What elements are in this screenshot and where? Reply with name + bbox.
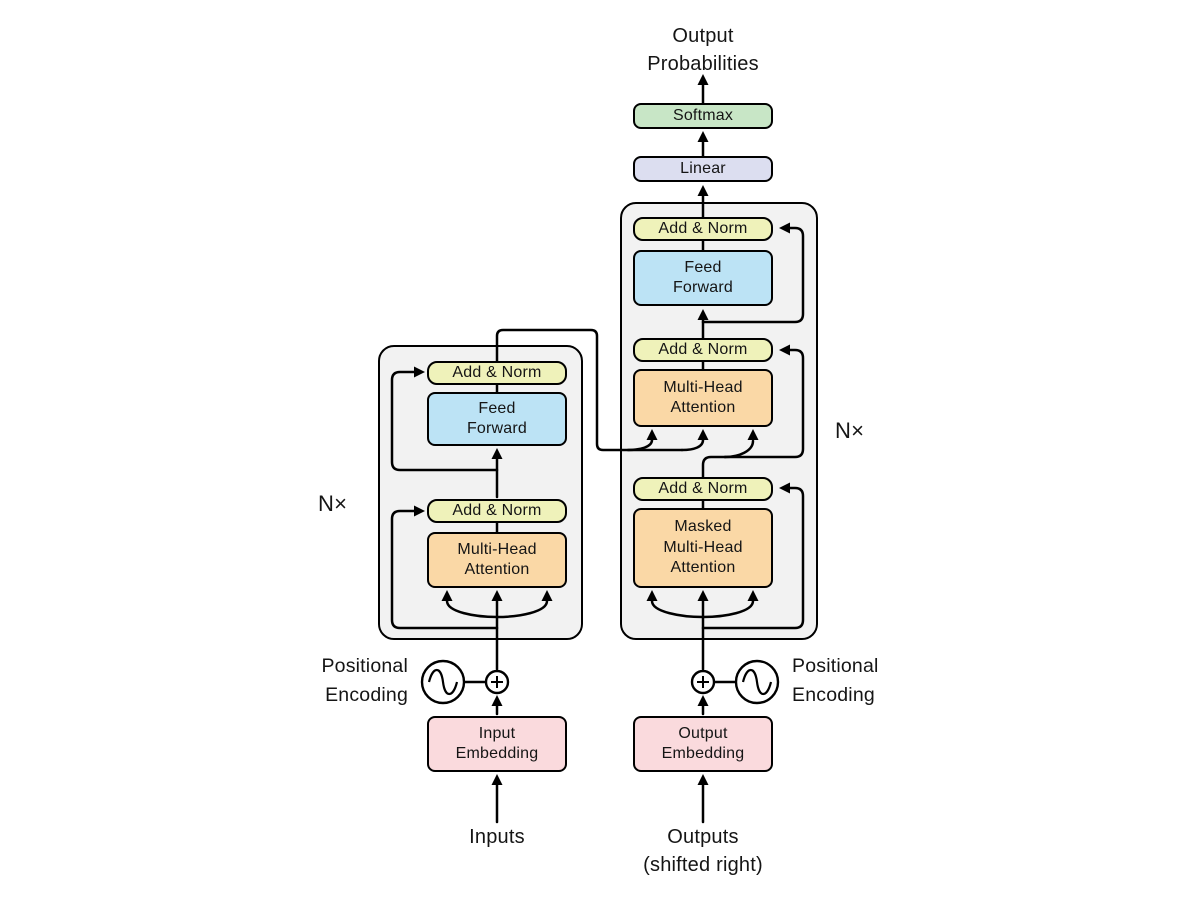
arrowheads <box>414 74 790 785</box>
positional-encoding-label-right: Positional Encoding <box>792 655 879 707</box>
encoder-add-norm-top-box: Add & Norm <box>427 361 567 385</box>
encoder-add-norm-bottom-box: Add & Norm <box>427 499 567 523</box>
nx-label-encoder: N× <box>318 491 348 516</box>
encoder-feed-forward-box: Feed Forward <box>427 392 567 446</box>
output-embedding-box: Output Embedding <box>633 716 773 772</box>
input-embedding-box: Input Embedding <box>427 716 567 772</box>
positional-encoding-sine-icon-left <box>420 659 486 705</box>
linear-box: Linear <box>633 156 773 182</box>
add-plus-icon-right <box>690 669 716 695</box>
add-plus-icon-left <box>484 669 510 695</box>
decoder-add-norm-top-box: Add & Norm <box>633 217 773 241</box>
decoder-add-norm-mid-box: Add & Norm <box>633 338 773 362</box>
decoder-add-norm-bottom-box: Add & Norm <box>633 477 773 501</box>
decoder-cross-multi-head-attention-box: Multi-Head Attention <box>633 369 773 427</box>
softmax-box: Softmax <box>633 103 773 129</box>
output-probabilities-label: Output Probabilities <box>647 25 759 75</box>
decoder-masked-multi-head-attention-box: Masked Multi-Head Attention <box>633 508 773 588</box>
positional-encoding-label-left: Positional Encoding <box>321 655 408 707</box>
nx-label-decoder: N× <box>835 418 865 443</box>
encoder-multi-head-attention-box: Multi-Head Attention <box>427 532 567 588</box>
decoder-feed-forward-box: Feed Forward <box>633 250 773 306</box>
inputs-label: Inputs <box>469 826 525 848</box>
outputs-label: Outputs (shifted right) <box>643 826 763 876</box>
positional-encoding-sine-icon-right <box>714 659 780 705</box>
